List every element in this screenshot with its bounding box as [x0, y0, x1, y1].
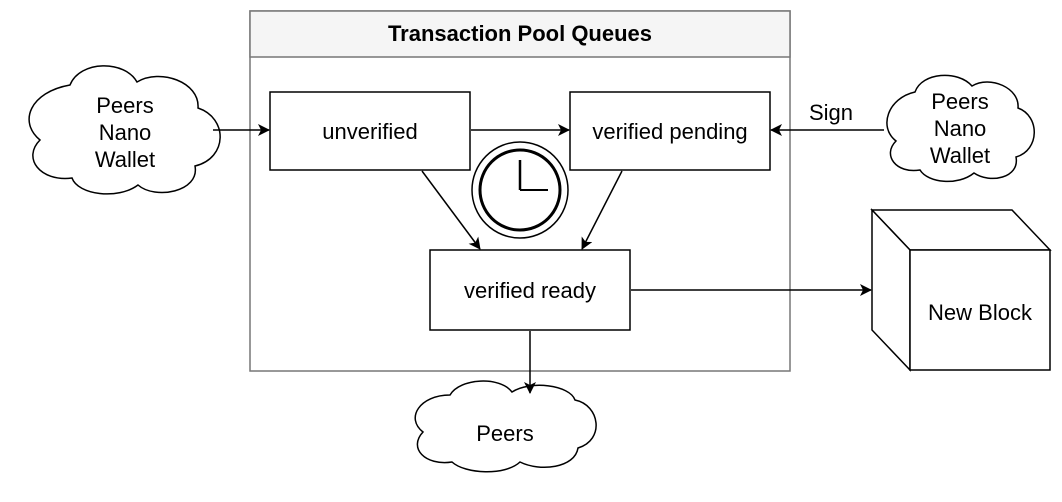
left-cloud-line-1: Peers [96, 92, 154, 118]
peers-output-label: Peers [476, 420, 534, 446]
verified-ready-label: verified ready [463, 277, 597, 303]
pool-title: Transaction Pool Queues [387, 21, 653, 46]
right-cloud-line-3: Wallet [929, 142, 991, 168]
right-cloud-line-1: Peers [931, 88, 989, 114]
arrow-pending-to-ready [581, 170, 623, 250]
peers-output-cloud [414, 380, 597, 473]
new-block-label: New Block [928, 299, 1032, 325]
right-cloud-line-2: Nano [933, 115, 987, 141]
right-source-cloud [886, 74, 1035, 183]
arrow-unverified-to-ready [421, 170, 481, 250]
left-cloud-line-3: Wallet [94, 146, 156, 172]
unverified-queue-box [269, 91, 471, 171]
new-block-cube [870, 208, 1052, 372]
verified-pending-queue-box [569, 91, 771, 171]
right-cloud-label: Peers Nano Wallet [895, 86, 1025, 170]
left-cloud-line-2: Nano [98, 119, 152, 145]
clock-icon [471, 141, 569, 239]
unverified-label: unverified [322, 118, 418, 144]
left-cloud-label: Peers Nano Wallet [60, 90, 190, 174]
left-source-cloud [28, 65, 221, 195]
verified-ready-queue-box [429, 249, 631, 331]
sign-label: Sign [808, 99, 854, 125]
verified-pending-label: verified pending [592, 118, 748, 144]
